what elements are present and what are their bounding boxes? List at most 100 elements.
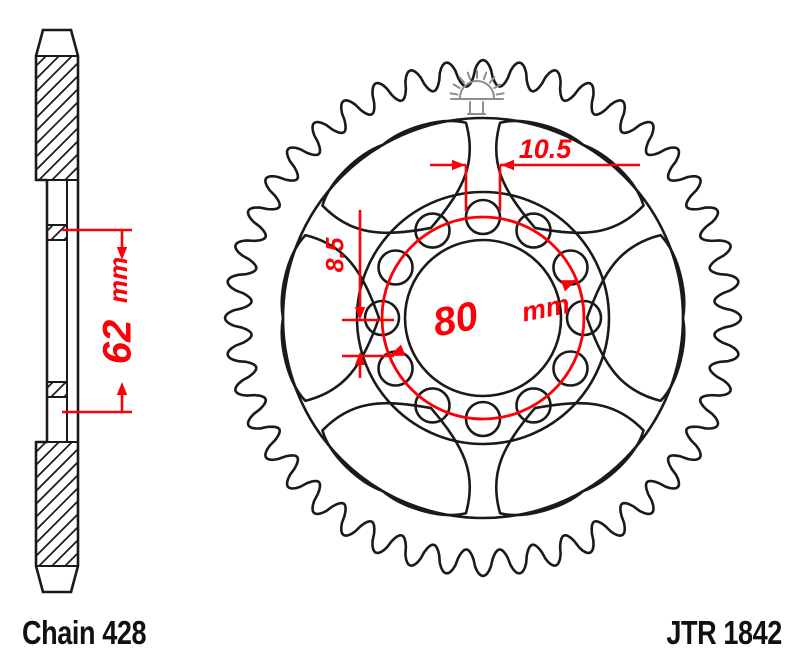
- hatch-stroke: [36, 61, 78, 107]
- hub-outer-circle: [355, 190, 611, 446]
- hatch-stroke: [0, 56, 20, 180]
- centre-bore-circle: [403, 238, 563, 398]
- hatch-notch-upper: [12, 225, 67, 240]
- logo-dome: [459, 80, 495, 99]
- bolt-hole: [515, 212, 552, 249]
- lightening-hole: [494, 119, 645, 235]
- dimension-text: 8.5: [322, 237, 350, 273]
- bolt-hole: [565, 299, 603, 337]
- hatch-stroke: [130, 56, 254, 180]
- hatch-stroke: [50, 382, 67, 397]
- chain-size-label: Chain 428: [22, 614, 147, 651]
- bolt-hole: [464, 198, 502, 236]
- hatch-stroke: [38, 525, 78, 566]
- logo-stem: [467, 101, 486, 115]
- hatch-stroke: [36, 87, 78, 133]
- hatch-stroke: [195, 442, 319, 566]
- hatch-stroke: [36, 499, 78, 545]
- dimension-arrowhead: [501, 159, 514, 171]
- hatch-stroke: [77, 564, 78, 566]
- hatch-stroke: [117, 442, 241, 566]
- hatch-stroke: [36, 447, 78, 493]
- hatch-stroke: [77, 178, 78, 180]
- hatch-stroke: [64, 165, 78, 180]
- bolt-hole: [552, 350, 589, 387]
- hatch-stroke: [143, 56, 267, 180]
- logo-ray: [458, 76, 466, 84]
- hatch-stroke: [50, 225, 67, 240]
- hatch-stroke: [36, 442, 47, 454]
- hatch-stroke: [36, 56, 47, 68]
- logo-ray: [495, 92, 505, 96]
- logo-ray: [493, 83, 502, 89]
- hatch-stroke: [36, 56, 73, 94]
- hatch-stroke: [0, 442, 33, 566]
- hatch-stroke: [36, 460, 78, 506]
- hatch-stroke: [104, 442, 228, 566]
- hatch-lower-tooth: [0, 442, 319, 566]
- hatch-stroke: [36, 512, 78, 558]
- hatch-stroke: [143, 442, 267, 566]
- hatch-stroke: [36, 74, 78, 120]
- dimension-arrowhead: [116, 382, 128, 395]
- hatch-stroke: [130, 442, 254, 566]
- bolt-hole: [515, 387, 552, 424]
- hatch-stroke: [12, 225, 27, 240]
- hatch-stroke: [36, 486, 78, 532]
- lightening-hole: [494, 401, 645, 517]
- dimension-arrowhead: [560, 280, 577, 292]
- logo-ray: [449, 92, 459, 96]
- hatch-stroke: [0, 56, 7, 180]
- logo-ray: [452, 83, 461, 89]
- bolt-hole: [464, 400, 502, 438]
- hatch-stroke: [36, 113, 78, 159]
- hatch-stroke: [117, 56, 241, 180]
- hatch-stroke: [0, 442, 20, 566]
- sunrise-logo: [449, 70, 505, 115]
- cross-section-side-view: [0, 28, 319, 594]
- tooth-contour: [223, 58, 743, 578]
- rim-inner-circle: [281, 116, 685, 520]
- hatch-stroke: [25, 382, 40, 397]
- dimension-arrowhead: [354, 307, 366, 320]
- lightening-hole: [321, 119, 472, 235]
- hatch-stroke: [36, 56, 60, 81]
- hatch-stroke: [47, 225, 54, 233]
- hatch-stroke: [0, 442, 7, 566]
- hatch-stroke: [36, 442, 60, 467]
- bolt-hole: [414, 387, 451, 424]
- logo-ray: [488, 76, 496, 84]
- hatch-stroke: [38, 139, 78, 180]
- sprocket-face-view: [223, 58, 743, 578]
- hatch-stroke: [91, 56, 215, 180]
- logo-ray: [466, 71, 472, 81]
- hatch-stroke: [12, 382, 27, 397]
- hatch-stroke: [51, 538, 78, 566]
- hatch-upper-tooth: [0, 56, 306, 180]
- dimension-arrowhead: [452, 159, 465, 171]
- hatch-stroke: [47, 382, 54, 390]
- hatch-stroke: [104, 56, 228, 180]
- lightening-hole: [585, 233, 686, 403]
- dimension-text: 80: [429, 294, 481, 346]
- hatch-stroke: [169, 56, 293, 180]
- hatch-stroke: [63, 392, 67, 397]
- dimension-text: mm: [103, 257, 133, 303]
- hatch-stroke: [36, 126, 78, 172]
- hatch-stroke: [182, 442, 306, 566]
- hatch-stroke: [91, 442, 215, 566]
- dimension-arrowhead: [389, 344, 406, 356]
- side-profile-right: [69, 28, 80, 594]
- dimension-text: 62: [96, 320, 140, 365]
- lightening-hole: [321, 401, 472, 517]
- hatch-stroke: [182, 56, 306, 180]
- hatch-stroke: [0, 56, 33, 180]
- hatch-stroke: [25, 225, 40, 240]
- hatch-notch-lower: [12, 382, 67, 397]
- bolt-hole: [377, 249, 414, 286]
- bolt-hole: [414, 212, 451, 249]
- part-number-label: JTR 1842: [666, 614, 782, 651]
